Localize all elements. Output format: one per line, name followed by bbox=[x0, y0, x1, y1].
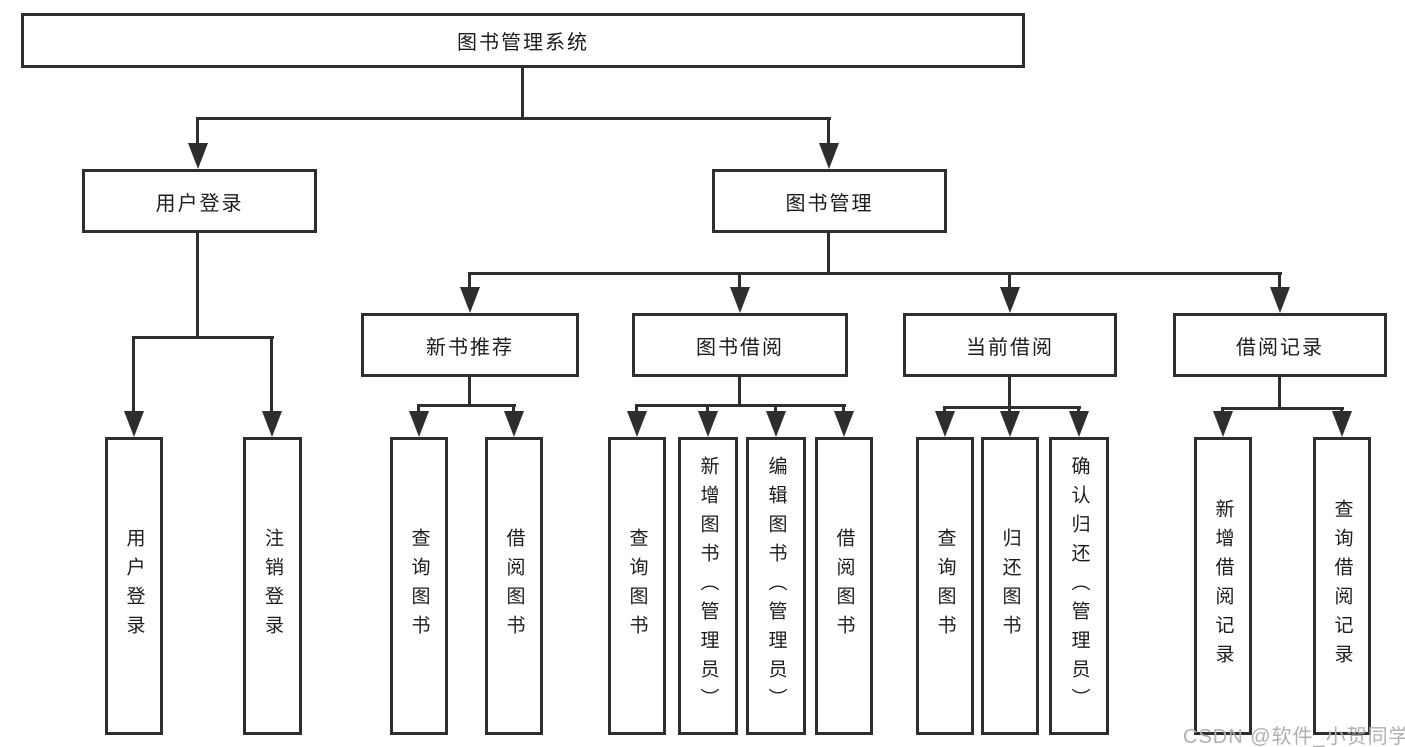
connector-line bbox=[132, 336, 135, 416]
connector-line bbox=[1221, 407, 1344, 410]
connector-line bbox=[635, 404, 846, 407]
arrow-down-icon bbox=[834, 411, 854, 437]
connector-line bbox=[738, 272, 741, 292]
node-leaf-recommend-borrow-books: 借阅图书 bbox=[485, 437, 543, 735]
connector-line bbox=[270, 336, 273, 416]
node-library-system: 图书管理系统 bbox=[21, 13, 1025, 68]
arrow-down-icon bbox=[1000, 287, 1020, 313]
arrow-down-icon bbox=[1270, 287, 1290, 313]
arrow-down-icon bbox=[730, 287, 750, 313]
arrow-down-icon bbox=[1000, 411, 1020, 437]
node-leaf-current-query-books: 查询图书 bbox=[916, 437, 974, 735]
node-leaf-add-borrow-record: 新增借阅记录 bbox=[1194, 437, 1252, 735]
node-leaf-query-borrow-record: 查询借阅记录 bbox=[1313, 437, 1371, 735]
node-current-borrowing: 当前借阅 bbox=[903, 313, 1117, 377]
connector-line bbox=[468, 272, 471, 292]
connector-line bbox=[706, 404, 709, 416]
node-leaf-logout: 注销登录 bbox=[243, 437, 302, 735]
csdn-watermark: CSDN @软件_小贺同学 bbox=[1183, 726, 1405, 747]
connector-line bbox=[1278, 377, 1281, 409]
connector-line bbox=[196, 117, 831, 120]
connector-line bbox=[1008, 272, 1011, 292]
arrow-down-icon bbox=[409, 411, 429, 437]
node-leaf-borrow-books: 借阅图书 bbox=[815, 437, 873, 735]
node-book-borrowing: 图书借阅 bbox=[632, 313, 848, 377]
connector-line bbox=[827, 233, 830, 274]
connector-line bbox=[512, 404, 515, 416]
arrow-down-icon bbox=[1332, 411, 1352, 437]
node-new-book-recommend: 新书推荐 bbox=[361, 313, 579, 377]
arrow-down-icon bbox=[1213, 411, 1233, 437]
connector-line bbox=[635, 404, 638, 416]
connector-line bbox=[842, 404, 845, 416]
node-user-login: 用户登录 bbox=[82, 169, 317, 233]
arrow-down-icon bbox=[262, 411, 282, 437]
connector-line bbox=[738, 377, 741, 406]
node-leaf-add-books-admin: 新增图书（管理员） bbox=[678, 437, 738, 735]
arrow-down-icon bbox=[819, 143, 839, 169]
arrow-down-icon bbox=[1069, 411, 1089, 437]
connector-line bbox=[196, 117, 199, 148]
arrow-down-icon bbox=[188, 143, 208, 169]
connector-line bbox=[1008, 377, 1011, 408]
connector-line bbox=[827, 117, 830, 148]
node-leaf-user-login: 用户登录 bbox=[105, 437, 163, 735]
arrow-down-icon bbox=[627, 411, 647, 437]
connector-line bbox=[468, 272, 1282, 275]
connector-line bbox=[521, 68, 524, 118]
arrow-down-icon bbox=[935, 411, 955, 437]
connector-line bbox=[417, 404, 516, 407]
node-leaf-borrowing-query-books: 查询图书 bbox=[608, 437, 666, 735]
node-borrowing-records: 借阅记录 bbox=[1173, 313, 1387, 377]
node-leaf-edit-books-admin: 编辑图书（管理员） bbox=[746, 437, 806, 735]
arrow-down-icon bbox=[124, 411, 144, 437]
arrow-down-icon bbox=[460, 287, 480, 313]
node-leaf-confirm-return-admin: 确认归还（管理员） bbox=[1049, 437, 1109, 735]
connector-line bbox=[132, 336, 274, 339]
node-leaf-recommend-query-books: 查询图书 bbox=[390, 437, 448, 735]
connector-line bbox=[943, 406, 1081, 409]
arrow-down-icon bbox=[766, 411, 786, 437]
arrow-down-icon bbox=[504, 411, 524, 437]
node-leaf-return-books: 归还图书 bbox=[981, 437, 1039, 735]
connector-line bbox=[196, 233, 199, 338]
connector-line bbox=[468, 377, 471, 406]
node-book-management: 图书管理 bbox=[712, 169, 947, 233]
connector-line bbox=[417, 404, 420, 416]
arrow-down-icon bbox=[698, 411, 718, 437]
connector-line bbox=[774, 404, 777, 416]
connector-line bbox=[1278, 272, 1281, 292]
